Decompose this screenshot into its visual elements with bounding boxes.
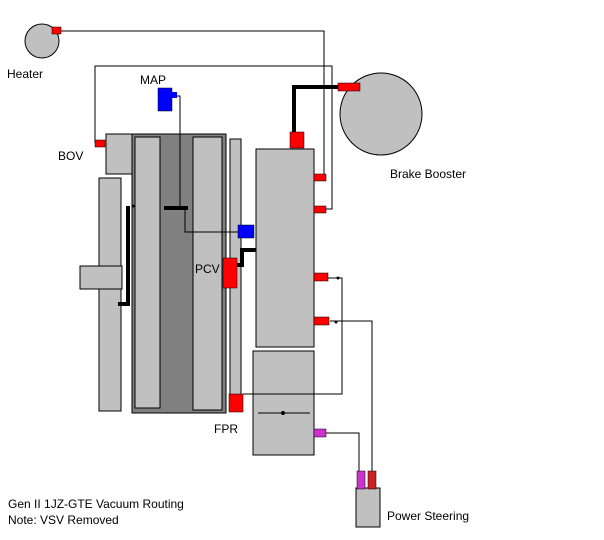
intake-pipe — [98, 177, 122, 412]
hose-pcv — [235, 248, 256, 267]
junction-dot — [131, 204, 135, 208]
caption-note: Note: VSV Removed — [8, 513, 119, 527]
label-brake-booster: Brake Booster — [390, 167, 467, 181]
label-heater: Heater — [7, 67, 44, 81]
booster-check-valve — [289, 131, 305, 149]
map-sensor — [157, 87, 173, 112]
power-steering-unit — [355, 487, 381, 528]
thick-hoses — [118, 85, 340, 306]
head-port-4 — [313, 316, 330, 326]
label-pcv: PCV — [195, 262, 220, 276]
steering-port-red — [367, 470, 377, 490]
brake-booster — [339, 72, 423, 156]
label-bov: BOV — [58, 149, 84, 163]
label-power-steering: Power Steering — [387, 509, 470, 523]
lower-block — [252, 350, 315, 456]
valve-cover — [255, 148, 315, 348]
head-port-2 — [313, 205, 327, 214]
map-port — [172, 92, 177, 98]
hose-head-to-steering-2 — [330, 320, 373, 471]
hose-head-to-steering — [243, 277, 343, 395]
hose-bov — [94, 65, 333, 210]
hose-magenta — [326, 432, 360, 471]
caption-title: Gen II 1JZ-GTE Vacuum Routing — [8, 497, 184, 511]
heater-port — [51, 26, 62, 35]
plenum-runner-left — [134, 136, 161, 409]
hose-booster-check — [292, 85, 340, 134]
booster-port — [337, 82, 361, 92]
label-fpr: FPR — [214, 422, 238, 436]
junction-dot — [334, 320, 338, 324]
throttle-body — [79, 265, 123, 290]
label-map: MAP — [140, 73, 167, 87]
bov-port — [94, 139, 106, 148]
head-port-3 — [313, 272, 329, 282]
hose-intake-internal — [118, 206, 130, 306]
junction-dot — [336, 276, 340, 280]
fpr-valve — [228, 393, 244, 413]
magenta-port — [313, 428, 327, 438]
heater-valve — [24, 23, 60, 59]
pcv-valve — [222, 257, 238, 289]
map-tee — [237, 224, 255, 239]
bov-body — [105, 133, 133, 175]
plenum-runner-right — [192, 136, 223, 411]
steering-port-magenta — [356, 470, 366, 490]
head-port-1 — [313, 173, 327, 182]
junction-dot — [281, 411, 285, 415]
